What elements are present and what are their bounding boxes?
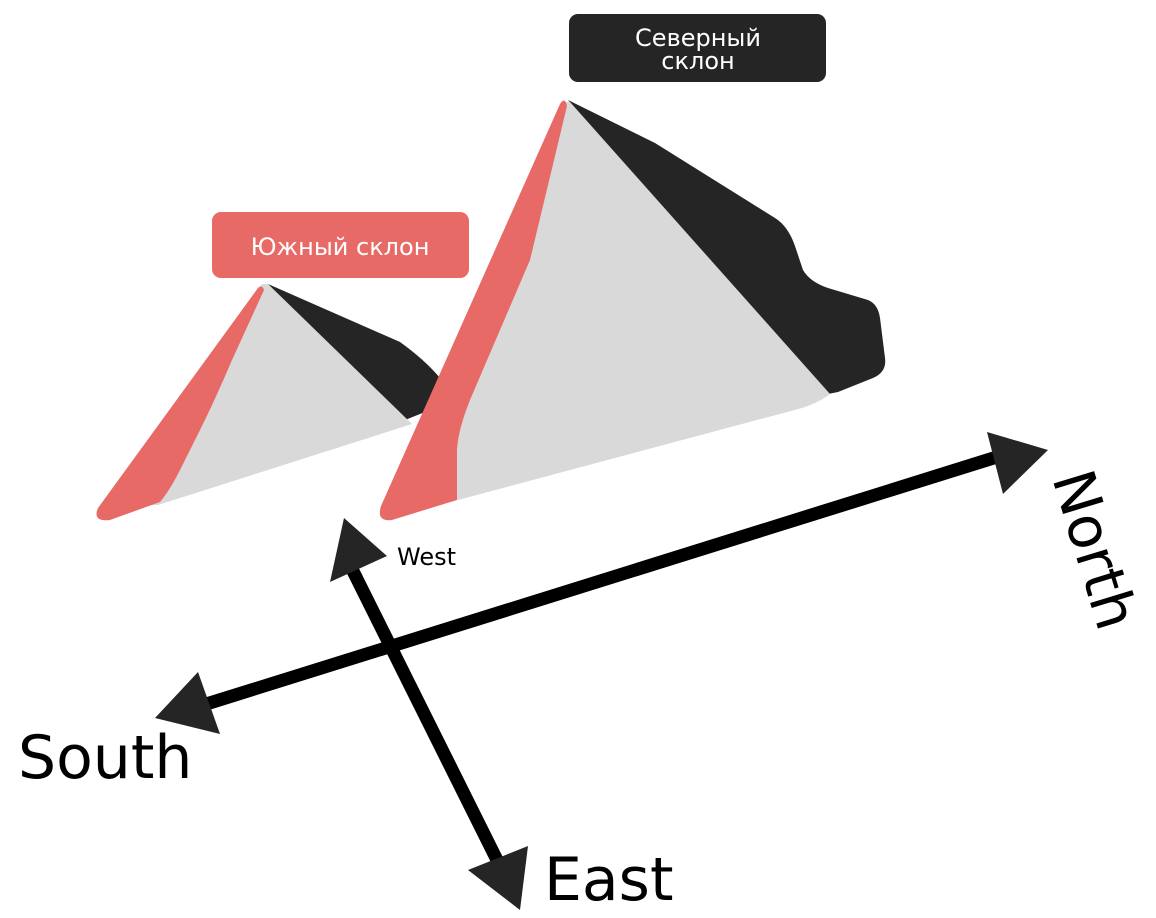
large-mountain [379, 100, 886, 521]
north-label: North [1039, 462, 1151, 637]
north-south-axis [198, 449, 1002, 713]
north-slope-label-line1: Северный [635, 24, 761, 52]
east-arrow-head [468, 846, 528, 910]
south-slope-label-text: Южный склон [251, 233, 430, 261]
south-arrow-head [155, 672, 220, 734]
small-mountain-south-slope [96, 286, 264, 521]
large-mountain-south-slope [379, 100, 567, 521]
large-mountain-north-slope [568, 100, 886, 396]
west-east-axis [344, 562, 504, 865]
north-arrow-head [987, 432, 1048, 494]
south-slope-label: Южный склон [212, 212, 469, 278]
west-label: West [397, 543, 456, 571]
small-mountain-face [120, 284, 412, 505]
north-slope-label-line2: склон [661, 47, 734, 75]
north-slope-label: Северный склон [569, 14, 826, 82]
small-mountain-north-slope [268, 284, 440, 420]
east-label: East [544, 845, 673, 915]
compass: North South East West [18, 432, 1151, 915]
south-label: South [18, 723, 192, 793]
west-arrow-head [330, 518, 387, 582]
south-slope-label-bg [212, 212, 469, 278]
small-mountain [96, 284, 440, 521]
north-slope-label-bg [569, 14, 826, 82]
